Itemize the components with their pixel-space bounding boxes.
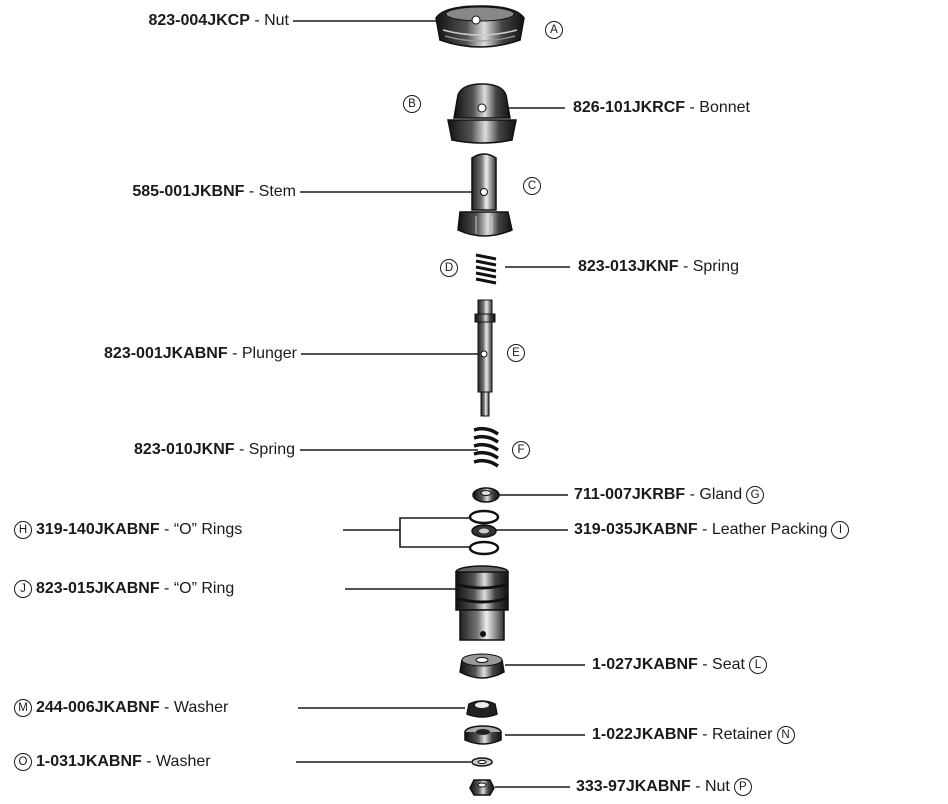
separator: - [234, 441, 249, 458]
part-number: 823-001JKABNF [104, 345, 228, 362]
part-number: 1-031JKABNF [36, 753, 142, 770]
callout-letter-l: L [748, 656, 767, 674]
callout-letter-n: N [776, 726, 795, 744]
separator: - [141, 753, 157, 770]
callout-letter-f: F [512, 441, 530, 459]
separator: - [697, 656, 713, 673]
part-name: “O” Rings [173, 521, 243, 538]
separator: - [690, 778, 705, 795]
callout-letter-e: E [507, 344, 525, 362]
callout-letter-d: D [440, 259, 458, 277]
part-name: Bonnet [699, 99, 750, 116]
label-spring-d: 823-013JKNF - Spring [578, 257, 739, 277]
part-number: 823-015JKABNF [36, 580, 160, 597]
part-name: Leather Packing [711, 521, 828, 538]
separator: - [678, 258, 693, 275]
part-name: Washer [156, 753, 211, 770]
label-plunger: 823-001JKABNF - Plunger [104, 344, 297, 364]
leader-o-rings-bracket [399, 517, 469, 548]
part-seat [459, 653, 505, 679]
part-number: 585-001JKBNF [132, 183, 245, 200]
part-o-rings [468, 509, 500, 556]
part-name: Retainer [712, 726, 773, 743]
part-number: 319-140JKABNF [36, 521, 160, 538]
leader-lines [293, 20, 585, 788]
part-name: Stem [258, 183, 296, 200]
part-gland [472, 487, 500, 503]
part-number: 826-101JKRCF [573, 99, 686, 116]
part-number: 823-004JKCP [148, 12, 250, 29]
separator: - [249, 12, 265, 29]
separator: - [159, 699, 174, 716]
part-leather-packing [471, 524, 497, 538]
part-name: Spring [692, 258, 739, 275]
label-spring-f: 823-010JKNF - Spring [134, 440, 295, 460]
part-washer-m [466, 700, 498, 718]
part-body-o-ring [455, 565, 509, 641]
part-name: Gland [699, 486, 743, 503]
part-name: Spring [248, 441, 295, 458]
callout-letter-i: I [831, 521, 850, 539]
separator: - [227, 345, 242, 362]
part-number: 319-035JKABNF [574, 521, 698, 538]
callout-letter-h: H [14, 521, 32, 539]
separator: - [244, 183, 259, 200]
callout-letter-a: A [545, 21, 563, 39]
callout-letter-j: J [14, 580, 32, 598]
separator: - [685, 99, 700, 116]
separator: - [685, 486, 700, 503]
callout-letter-p: P [733, 778, 752, 796]
part-name: Washer [173, 699, 229, 716]
part-spring-d [475, 253, 497, 285]
part-number: 333-97JKABNF [576, 778, 691, 795]
callout-letter-c: C [523, 177, 541, 195]
part-number: 711-007JKRBF [574, 486, 686, 503]
part-number: 823-013JKNF [578, 258, 679, 275]
part-name: Seat [712, 656, 745, 673]
part-name: “O” Ring [173, 580, 235, 597]
part-name: Nut [704, 778, 730, 795]
callout-letter-m: M [14, 699, 32, 717]
part-retainer [464, 725, 502, 745]
callout-letter-b: B [403, 95, 421, 113]
label-bonnet: 826-101JKRCF - Bonnet [573, 98, 750, 118]
part-nut-p [469, 779, 495, 796]
callout-letter-o: O [14, 753, 32, 771]
part-number: 1-027JKABNF [592, 656, 698, 673]
part-washer-o [471, 757, 493, 767]
part-spring-f [473, 426, 499, 468]
label-nut-a: 823-004JKCP - Nut [148, 11, 289, 31]
part-stem [457, 153, 513, 237]
part-bonnet [447, 83, 517, 144]
part-number: 244-006JKABNF [36, 699, 160, 716]
part-name: Nut [264, 12, 289, 29]
separator: - [159, 521, 174, 538]
label-stem: 585-001JKBNF - Stem [132, 182, 296, 202]
separator: - [159, 580, 174, 597]
callout-letter-g: G [746, 486, 765, 504]
part-name: Plunger [241, 345, 297, 362]
separator: - [697, 726, 713, 743]
part-nut-a [435, 5, 525, 48]
part-number: 1-022JKABNF [592, 726, 698, 743]
separator: - [697, 521, 712, 538]
part-number: 823-010JKNF [134, 441, 235, 458]
part-plunger [474, 299, 496, 417]
